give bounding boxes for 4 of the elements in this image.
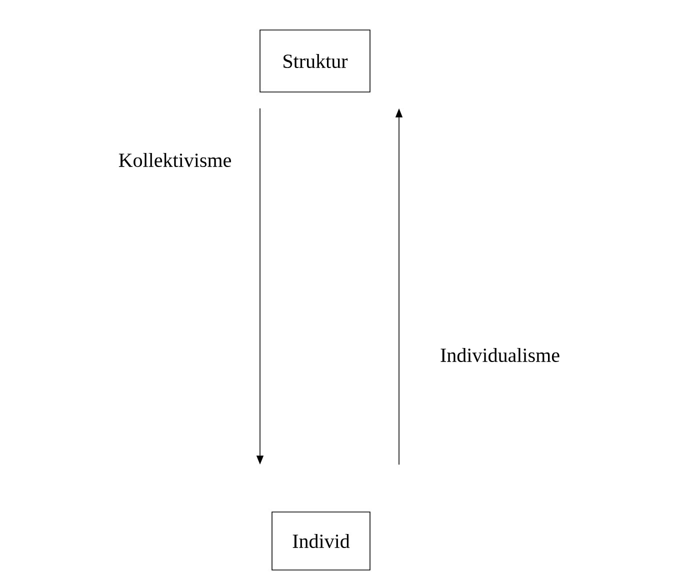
edge-label: Kollektivisme <box>118 152 231 168</box>
text-box: Individ <box>272 512 370 570</box>
edge-label: Individualisme <box>440 348 560 362</box>
text-box: Struktur <box>260 30 370 92</box>
